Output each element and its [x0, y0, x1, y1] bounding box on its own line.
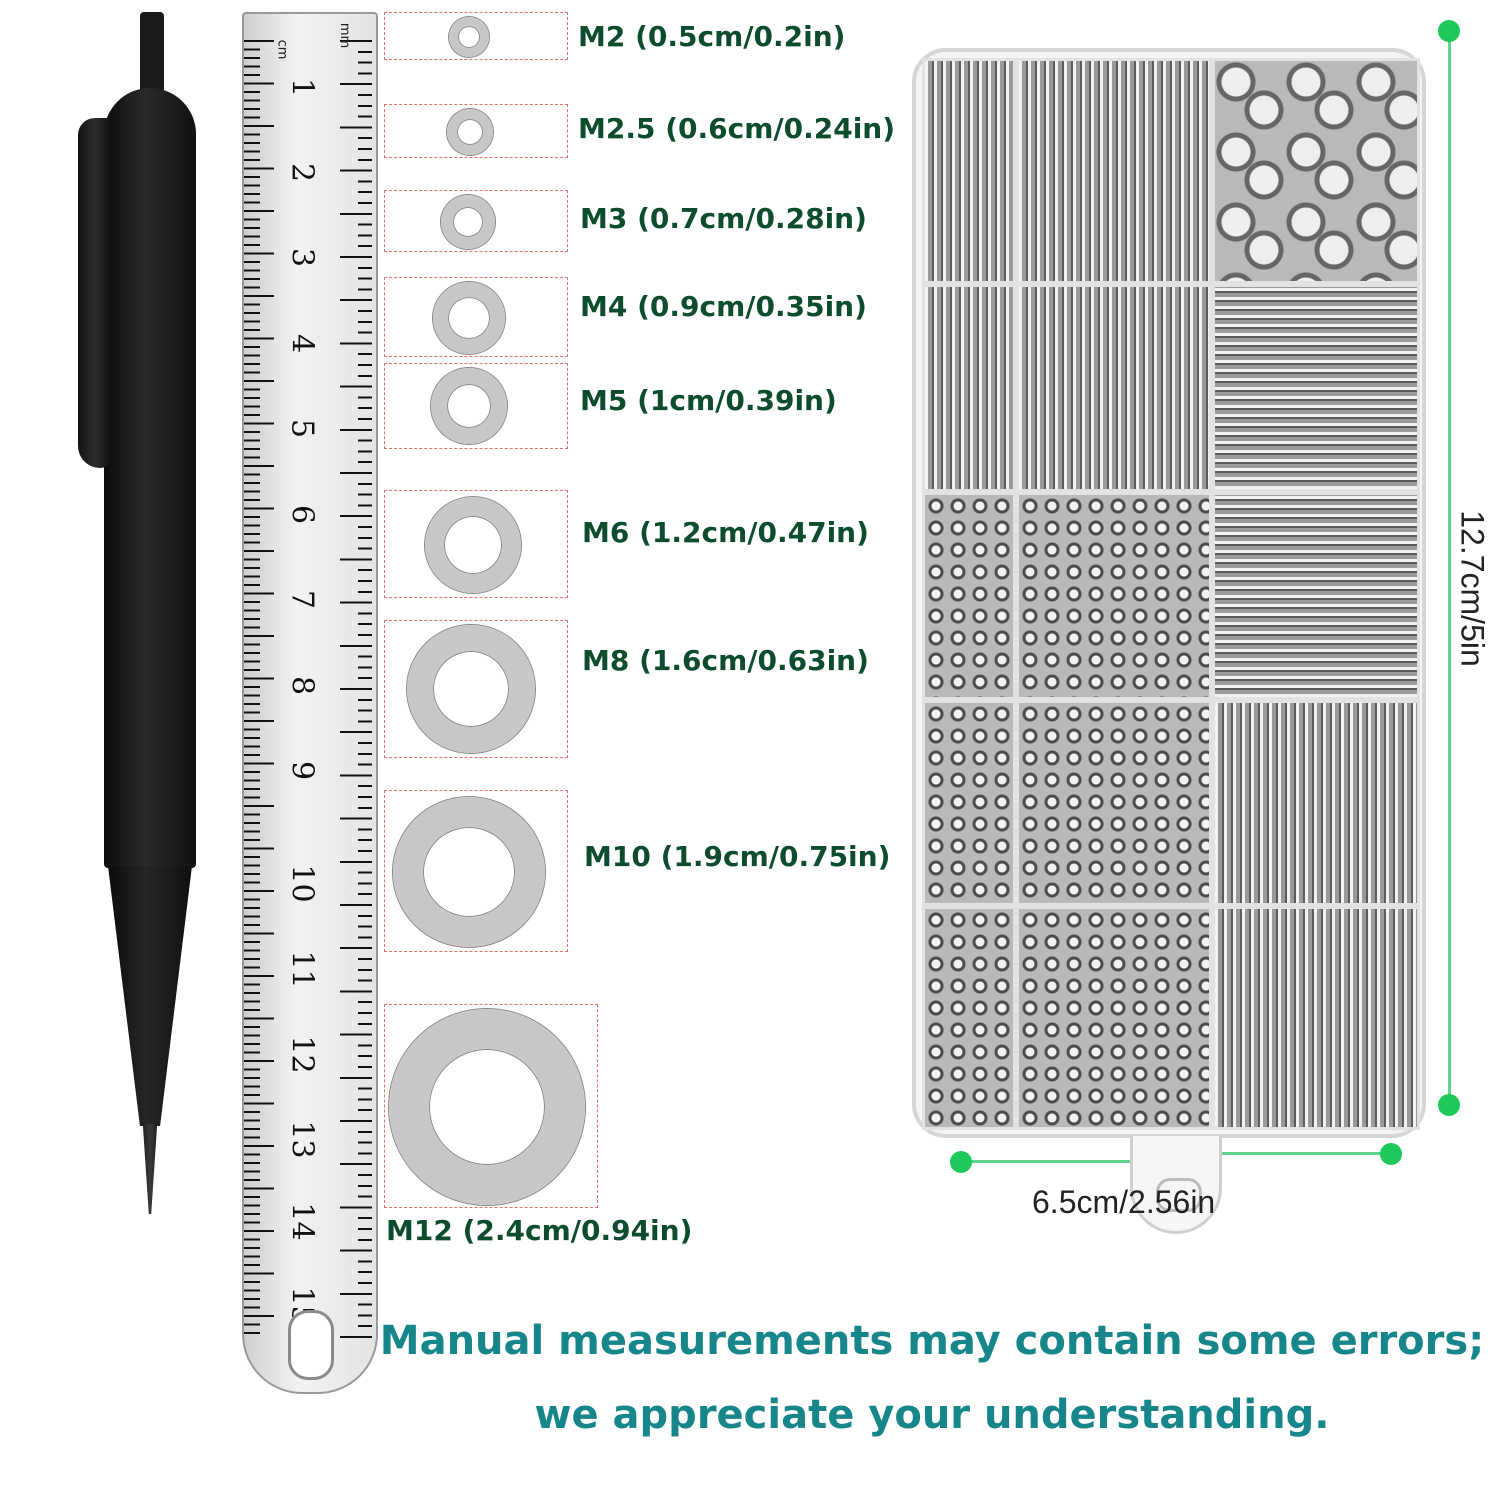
ruler-number: 12 [284, 1035, 320, 1074]
pen-tip [142, 1124, 158, 1214]
washer-m2 [449, 17, 489, 57]
box-compartment [922, 58, 1016, 284]
box-width-label: 6.5cm/2.56in [1032, 1184, 1216, 1220]
washer-m10 [393, 797, 545, 947]
pen-cap [140, 12, 164, 92]
ruler-unit-cm: cm [274, 39, 290, 60]
box-compartment [922, 284, 1016, 492]
height-dimension-dot-bottom [1438, 1094, 1460, 1116]
washer-label-m2: M2 (0.5cm/0.2in) [578, 20, 846, 53]
box-compartment [922, 700, 1016, 906]
washer-m8 [407, 625, 535, 753]
ruler-number: 10 [284, 864, 320, 903]
ruler-mm-ticks [340, 40, 372, 1340]
washer-box-m12 [384, 1004, 598, 1208]
ruler-number: 1 [284, 77, 320, 98]
width-dimension-line-left [960, 1160, 1130, 1163]
box-compartment [1016, 492, 1212, 700]
ruler-unit-mm: mm [337, 22, 353, 49]
ruler-number: 6 [284, 504, 320, 525]
washer-label-m4: M4 (0.9cm/0.35in) [580, 290, 867, 323]
ruler-hang-hole [288, 1310, 334, 1380]
box-compartment [1212, 284, 1420, 492]
box-compartment [922, 906, 1016, 1130]
washer-label-m8: M8 (1.6cm/0.63in) [582, 644, 869, 677]
washer-box-m8 [384, 620, 568, 758]
box-compartment [922, 492, 1016, 700]
box-compartment [1212, 492, 1420, 700]
height-dimension-line [1448, 32, 1451, 1104]
height-dimension-dot-top [1438, 20, 1460, 42]
washer-m5 [431, 368, 507, 444]
washer-box-m3 [384, 190, 568, 252]
ruler-number: 4 [284, 333, 320, 354]
disclaimer-line-1: Manual measurements may contain some err… [379, 1318, 1485, 1364]
washer-box-m2-5 [384, 104, 568, 158]
washer-label-m12: M12 (2.4cm/0.94in) [386, 1214, 693, 1247]
washer-box-m6 [384, 490, 568, 598]
box-compartment [1016, 58, 1212, 284]
washer-label-m10: M10 (1.9cm/0.75in) [584, 840, 891, 873]
washer-label-m3: M3 (0.7cm/0.28in) [580, 202, 867, 235]
box-compartment [1212, 700, 1420, 906]
width-dimension-line-right [1222, 1152, 1390, 1155]
washer-m3 [441, 195, 495, 249]
washer-label-m2-5: M2.5 (0.6cm/0.24in) [578, 112, 896, 145]
ruler-number: 7 [284, 589, 320, 610]
washer-m2-5 [447, 109, 493, 155]
washer-box-m4 [384, 277, 568, 357]
washer-m12 [389, 1009, 585, 1205]
washer-m4 [433, 282, 505, 354]
pen-grip [108, 866, 192, 1126]
ruler-number: 3 [284, 247, 320, 268]
ruler-number: 8 [284, 675, 320, 696]
ruler-number: 14 [284, 1202, 320, 1241]
washer-label-m5: M5 (1cm/0.39in) [580, 384, 837, 417]
pen-body [104, 88, 196, 868]
box-compartment [1016, 700, 1212, 906]
box-compartment [1016, 906, 1212, 1130]
ruler-number: 11 [284, 950, 320, 989]
disclaimer-line-2: we appreciate your understanding. [534, 1392, 1330, 1438]
width-dimension-dot-right [1380, 1143, 1402, 1165]
box-compartment [1212, 906, 1420, 1130]
box-height-label: 12.7cm/5in [1454, 510, 1491, 667]
washer-box-m5 [384, 363, 568, 449]
washer-box-m2 [384, 12, 568, 60]
pen-clip [78, 118, 112, 468]
ruler-number: 5 [284, 418, 320, 439]
box-latch [1130, 1136, 1222, 1234]
box-compartment [1016, 284, 1212, 492]
box-compartment [1212, 58, 1420, 284]
ruler-number: 9 [284, 760, 320, 781]
width-dimension-dot-left [950, 1151, 972, 1173]
washer-box-m10 [384, 790, 568, 952]
washer-organizer-box [912, 48, 1426, 1138]
ruler-number: 13 [284, 1120, 320, 1159]
box-latch-hole [1156, 1178, 1202, 1212]
ruler-inch-ticks [244, 40, 274, 1340]
washer-m6 [425, 497, 521, 593]
ruler-number: 2 [284, 162, 320, 183]
washer-label-m6: M6 (1.2cm/0.47in) [582, 516, 869, 549]
